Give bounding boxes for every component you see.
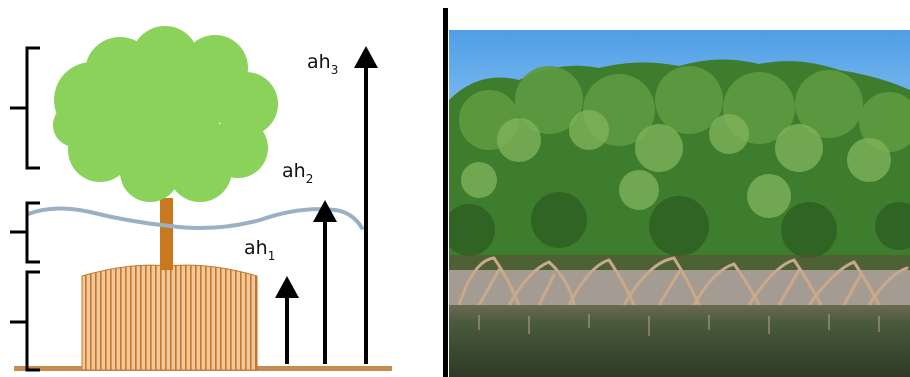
height-arrow-2	[313, 200, 337, 364]
photo-prop-roots	[449, 255, 910, 305]
root-zone	[82, 265, 257, 370]
label-ah1: ah1	[244, 237, 275, 263]
label-ah3: ah3	[307, 51, 338, 77]
canopy-height-diagram: ah1 ah2 ah3	[0, 0, 443, 377]
height-arrow-3	[354, 46, 378, 364]
label-ah2: ah2	[282, 160, 313, 186]
panel-divider	[443, 8, 448, 377]
photo-water	[449, 305, 910, 377]
tree-canopy	[53, 26, 278, 202]
mangrove-photo	[449, 30, 910, 377]
tree-trunk	[160, 198, 173, 270]
canopy-bracket	[10, 48, 40, 168]
water-line	[28, 208, 362, 228]
root-bracket	[10, 272, 40, 370]
photo-foliage	[449, 59, 910, 270]
height-arrow-1	[275, 276, 299, 364]
